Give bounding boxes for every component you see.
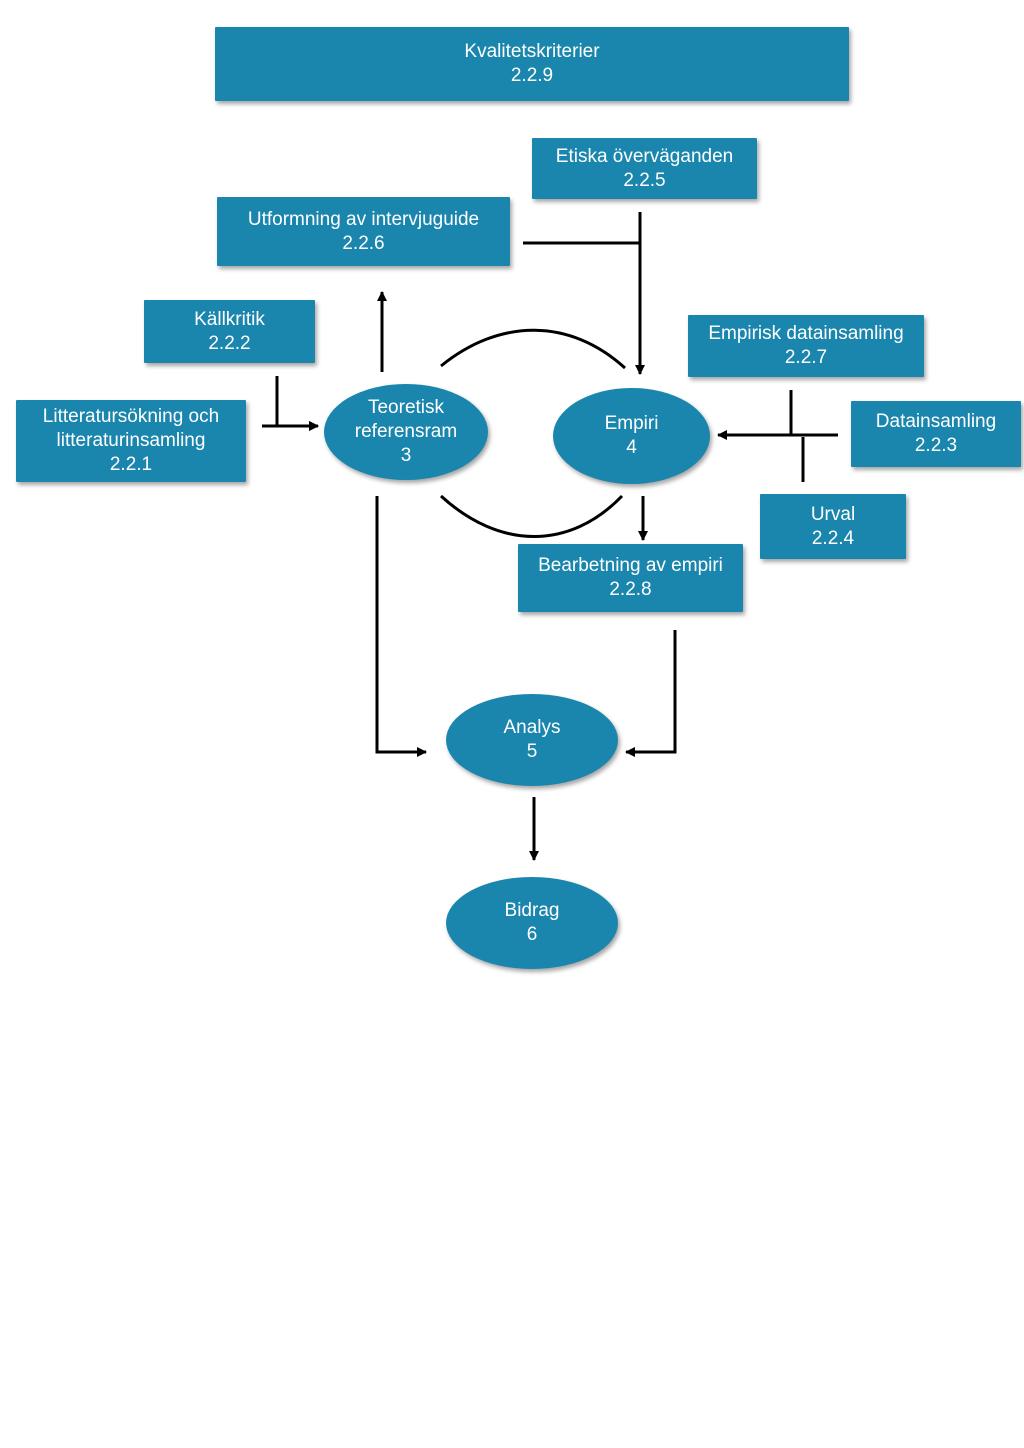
node-bearbetning-number: 2.2.8 [609, 579, 652, 600]
node-analys-title: Analys [503, 717, 561, 738]
node-bearbetning-av-empiri: Bearbetning av empiri 2.2.8 [518, 544, 743, 612]
connector-kallkritik-to-teoretisk [275, 376, 319, 431]
node-empiri-number: 4 [626, 437, 637, 458]
connector-arc-bottom [439, 494, 624, 538]
node-empiri: Empiri 4 [553, 388, 710, 484]
node-analys: Analys 5 [446, 694, 618, 786]
node-empirisk-datainsamling: Empirisk datainsamling 2.2.7 [688, 315, 924, 377]
node-teoretisk-line2: referensram [354, 421, 458, 442]
node-datainsamling-number: 2.2.3 [914, 435, 958, 456]
node-analys-number: 5 [526, 741, 538, 762]
node-utformning-intervjuguide: Utformning av intervjuguide 2.2.6 [217, 197, 510, 266]
connector-teoretisk-to-analys [375, 496, 427, 757]
node-empiri-title: Empiri [604, 413, 659, 434]
node-kvalitetskriterier: Kvalitetskriterier 2.2.9 [215, 27, 849, 101]
connector-bearbetning-to-analys [625, 630, 677, 757]
node-etiska-title: Etiska överväganden [555, 145, 734, 167]
node-bearbetning-title: Bearbetning av empiri [538, 555, 723, 576]
node-empirisk-datainsamling-number: 2.2.7 [784, 347, 828, 368]
node-datainsamling-title: Datainsamling [875, 411, 997, 432]
node-teoretisk-line1: Teoretisk [367, 397, 445, 418]
node-bidrag: Bidrag 6 [446, 877, 618, 969]
node-litteratur-line2: litteraturinsamling [56, 430, 206, 451]
node-kallkritik-title: Källkritik [194, 308, 265, 330]
node-datainsamling: Datainsamling 2.2.3 [851, 401, 1021, 467]
node-urval-title: Urval [810, 503, 856, 525]
node-litteratur-line1: Litteratursökning och [42, 406, 220, 427]
node-litteratursokning: Litteratursökning och litteraturinsamlin… [16, 400, 246, 482]
node-utformning-title: Utformning av intervjuguide [247, 208, 480, 230]
node-etiska-number: 2.2.5 [623, 169, 666, 191]
node-empirisk-datainsamling-title: Empirisk datainsamling [708, 323, 904, 344]
node-bidrag-number: 6 [526, 924, 538, 945]
node-urval: Urval 2.2.4 [760, 494, 906, 559]
node-litteratur-number: 2.2.1 [109, 454, 153, 475]
node-teoretisk-referensram: Teoretisk referensram 3 [324, 384, 488, 480]
node-kallkritik-number: 2.2.2 [208, 332, 251, 354]
connector-arc-top [440, 328, 627, 370]
node-utformning-number: 2.2.6 [342, 232, 385, 254]
node-urval-number: 2.2.4 [811, 527, 855, 549]
node-etiska-overvaganden: Etiska överväganden 2.2.5 [532, 138, 757, 199]
node-kvalitetskriterier-title: Kvalitetskriterier [464, 41, 600, 62]
node-kvalitetskriterier-number: 2.2.9 [510, 65, 554, 86]
node-kallkritik: Källkritik 2.2.2 [144, 300, 315, 363]
node-bidrag-title: Bidrag [504, 900, 560, 921]
node-teoretisk-number: 3 [400, 445, 412, 466]
